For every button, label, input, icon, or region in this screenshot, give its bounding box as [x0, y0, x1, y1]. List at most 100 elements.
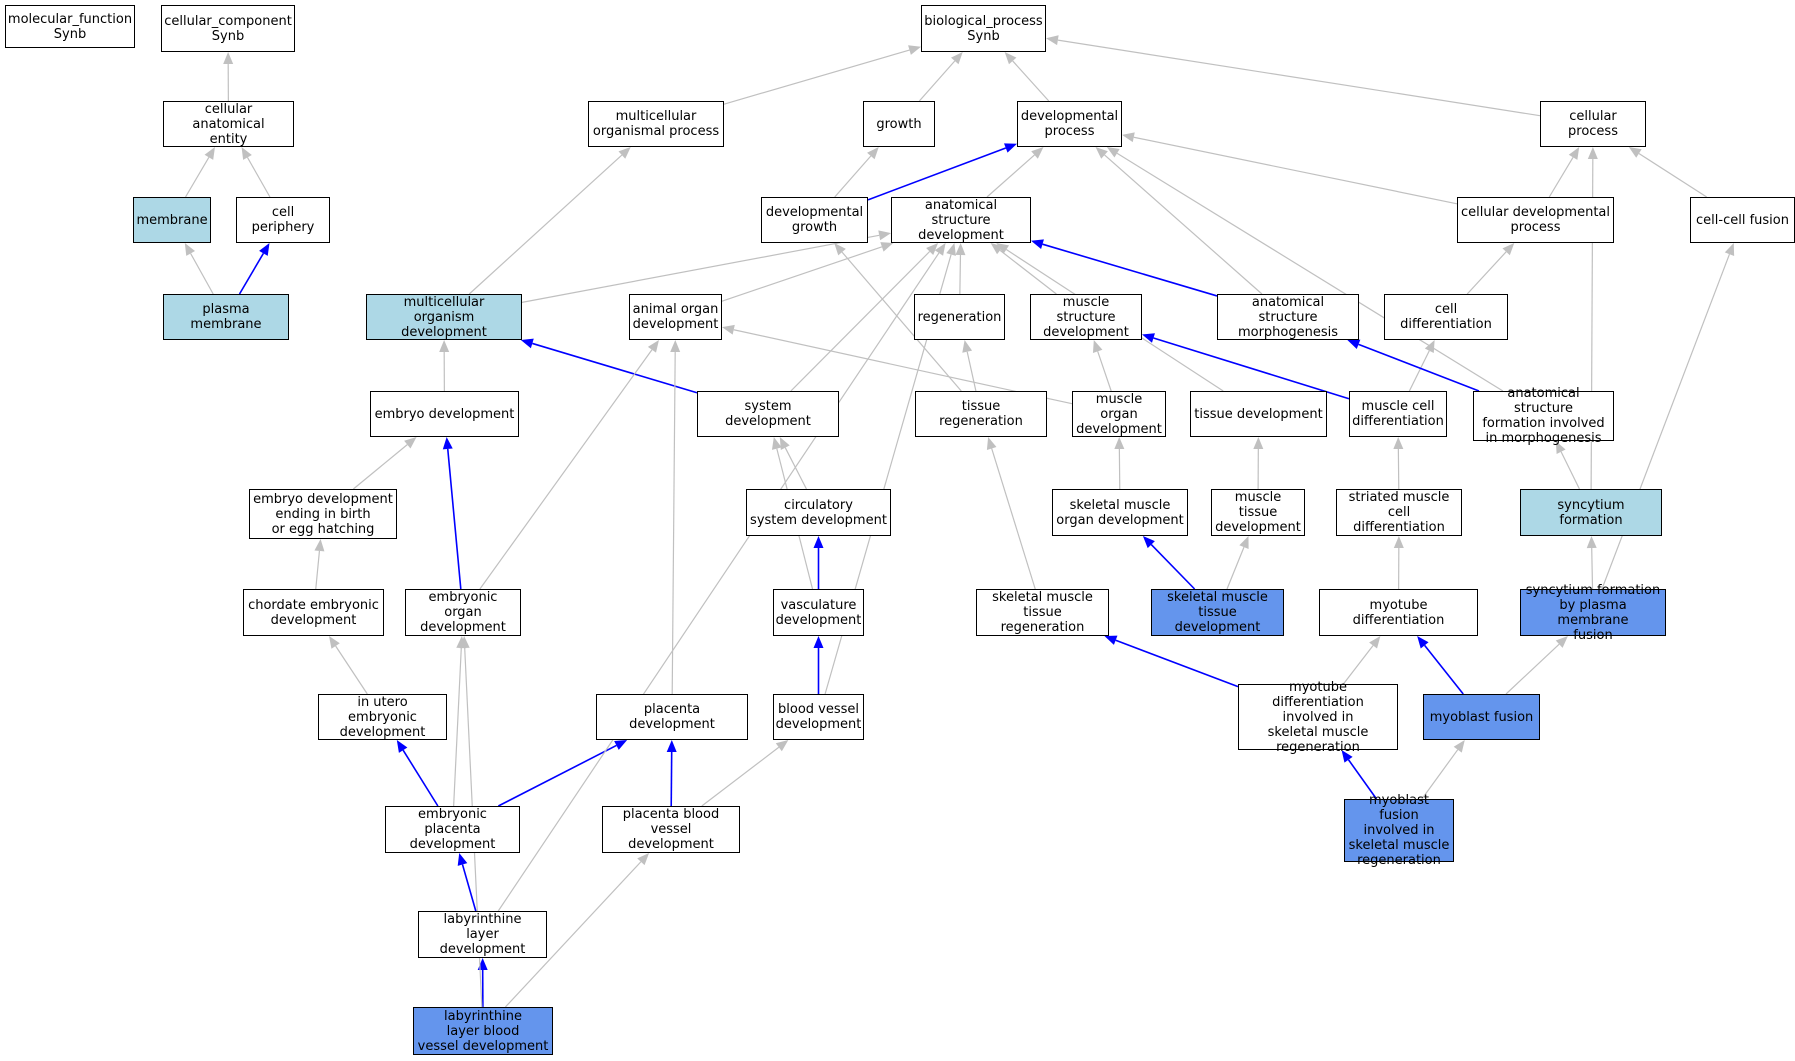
edge-regen-to-asd — [959, 254, 962, 295]
arrowhead-treg-to-regen — [962, 340, 973, 353]
edge-devg-to-devp — [867, 147, 1007, 201]
edge-smtd-to-mtd — [1226, 546, 1245, 590]
arrowhead-eod-to-aod — [647, 340, 659, 353]
term-node-aod[interactable]: animal organ development — [629, 294, 722, 340]
arrowhead-csd-to-sysd — [779, 437, 790, 450]
term-node-mtd[interactable]: muscle tissue development — [1211, 489, 1305, 536]
term-node-regen[interactable]: regeneration — [914, 294, 1005, 340]
arrowhead-llbvd-to-eod — [459, 636, 470, 649]
arrowhead-sfpm-to-ccf — [1724, 243, 1735, 256]
term-node-smtd[interactable]: skeletal muscle tissue development — [1151, 589, 1284, 636]
arrowhead-asm-to-devp — [1095, 147, 1108, 159]
edge-treg-to-devg — [841, 251, 962, 392]
edge-mfsmr-to-mf2 — [1421, 749, 1459, 800]
term-node-pd[interactable]: placenta development — [596, 694, 748, 740]
edge-pm-to-membrane — [190, 253, 214, 295]
term-node-asfm[interactable]: anatomical structure formation involved … — [1473, 386, 1614, 446]
arrowhead-syncf-to-asfm — [1555, 441, 1566, 454]
arrowhead-epd-to-iued — [396, 740, 408, 753]
edge-mf2-to-sfpm — [1505, 643, 1560, 695]
arrowhead-cae-to-cc — [223, 52, 234, 65]
arrowhead-lld-to-epd — [457, 853, 468, 866]
term-node-mcd[interactable]: muscle cell differentiation — [1349, 391, 1447, 437]
term-node-scd[interactable]: striated muscle cell differentiation — [1336, 489, 1462, 536]
edge-growth-to-bp — [918, 60, 956, 102]
term-node-treg[interactable]: tissue regeneration — [915, 391, 1047, 437]
term-node-iued[interactable]: in utero embryonic development — [318, 694, 447, 740]
arrowhead-cellp-to-bp — [1046, 35, 1059, 46]
term-node-mf2[interactable]: myoblast fusion — [1423, 694, 1540, 740]
arrowhead-cdp-to-devp — [1122, 132, 1135, 143]
term-node-vd[interactable]: vasculature development — [773, 589, 864, 636]
arrowhead-llbvd-to-pbvd — [637, 853, 650, 866]
arrowhead-treg-to-devg — [834, 243, 846, 256]
term-node-epd[interactable]: embryonic placenta development — [385, 806, 520, 853]
arrowhead-smtd-to-mtd — [1239, 536, 1249, 549]
edge-treg-to-regen — [966, 351, 977, 392]
edge-sysd-to-mod — [532, 342, 698, 394]
arrowhead-mod-to-mop — [618, 147, 631, 159]
term-node-cdp[interactable]: cellular developmental process — [1457, 197, 1614, 243]
edge-lld-to-epd — [461, 864, 477, 912]
term-node-muod[interactable]: muscle organ development — [1072, 391, 1166, 437]
arrowhead-membrane-to-cae — [204, 147, 215, 160]
arrowhead-regen-to-asd — [955, 243, 966, 256]
term-node-lld[interactable]: labyrinthine layer development — [418, 911, 547, 958]
edge-smtd-to-smod — [1150, 544, 1196, 590]
arrowhead-sysd-to-asd — [926, 243, 939, 256]
edge-devg-to-growth — [834, 155, 872, 198]
term-node-syncf[interactable]: syncytium formation — [1520, 489, 1662, 536]
term-node-mod[interactable]: multicellular organism development — [366, 294, 522, 340]
arrowhead-lld-to-asd — [934, 243, 946, 256]
term-node-growth[interactable]: growth — [863, 101, 935, 147]
term-node-mdsmr[interactable]: myotube differentiation involved in skel… — [1238, 680, 1398, 755]
term-node-csd[interactable]: circulatory system development — [746, 489, 891, 536]
term-node-eod[interactable]: embryonic organ development — [405, 589, 521, 636]
arrowhead-mfsmr-to-mdsmr — [1341, 750, 1353, 763]
arrowhead-asm-to-asd — [1031, 239, 1044, 249]
term-node-msd[interactable]: muscle structure development — [1030, 294, 1142, 340]
term-node-llbvd[interactable]: labyrinthine layer blood vessel developm… — [413, 1007, 553, 1055]
term-node-smod[interactable]: skeletal muscle organ development — [1052, 489, 1188, 536]
edge-asm-to-devp — [1104, 154, 1263, 295]
edge-mfsmr-to-mdsmr — [1347, 759, 1378, 800]
term-node-cdiff[interactable]: cell differentiation — [1384, 294, 1508, 340]
arrowhead-devp-to-bp — [1004, 52, 1017, 65]
term-node-embd[interactable]: embryo development — [370, 391, 519, 437]
term-node-mytd[interactable]: myotube differentiation — [1319, 589, 1478, 636]
term-node-cperi[interactable]: cell periphery — [236, 197, 330, 243]
arrowhead-edeb-to-embd — [404, 437, 417, 449]
term-node-mop[interactable]: multicellular organismal process — [588, 101, 724, 147]
term-node-asd[interactable]: anatomical structure development — [891, 197, 1031, 243]
term-node-sysd[interactable]: system development — [697, 391, 839, 437]
edge-ccf-to-cellp — [1638, 152, 1708, 198]
term-node-tisd[interactable]: tissue development — [1190, 391, 1327, 437]
term-node-mfsmr[interactable]: myoblast fusion involved in skeletal mus… — [1344, 793, 1454, 868]
term-node-ccf[interactable]: cell-cell fusion — [1690, 197, 1795, 243]
term-node-bp[interactable]: biological_process Synb — [921, 5, 1046, 52]
term-node-ced[interactable]: chordate embryonic development — [243, 589, 384, 636]
term-node-cc[interactable]: cellular_component Synb — [161, 5, 295, 52]
arrowhead-pbvd-to-bvd — [775, 740, 789, 752]
term-node-smtr[interactable]: skeletal muscle tissue regeneration — [976, 589, 1109, 636]
term-node-mf[interactable]: molecular_function Synb — [5, 5, 135, 48]
term-node-asm[interactable]: anatomical structure morphogenesis — [1217, 294, 1359, 340]
term-node-sfpm[interactable]: syncytium formation by plasma membrane f… — [1520, 583, 1666, 643]
edge-eod-to-aod — [479, 349, 653, 590]
arrowhead-mytd-to-scd — [1393, 536, 1404, 549]
arrowhead-pbvd-to-pd — [666, 740, 677, 753]
edge-asd-to-devp — [986, 154, 1035, 198]
arrowhead-pm-to-cperi — [259, 243, 270, 256]
edge-pd-to-aod — [671, 351, 676, 695]
term-node-edeb[interactable]: embryo development ending in birth or eg… — [249, 489, 397, 539]
term-node-bvd[interactable]: blood vessel development — [773, 694, 864, 740]
term-node-devp[interactable]: developmental process — [1017, 101, 1122, 147]
term-node-pbvd[interactable]: placenta blood vessel development — [602, 806, 740, 853]
arrowhead-cperi-to-cae — [241, 147, 252, 160]
term-node-membrane[interactable]: membrane — [133, 197, 211, 243]
term-node-cae[interactable]: cellular anatomical entity — [163, 101, 294, 147]
term-node-cellp[interactable]: cellular process — [1540, 101, 1646, 147]
term-node-devg[interactable]: developmental growth — [761, 197, 868, 243]
arrowhead-iued-to-ced — [329, 636, 340, 649]
term-node-pm[interactable]: plasma membrane — [163, 294, 289, 340]
